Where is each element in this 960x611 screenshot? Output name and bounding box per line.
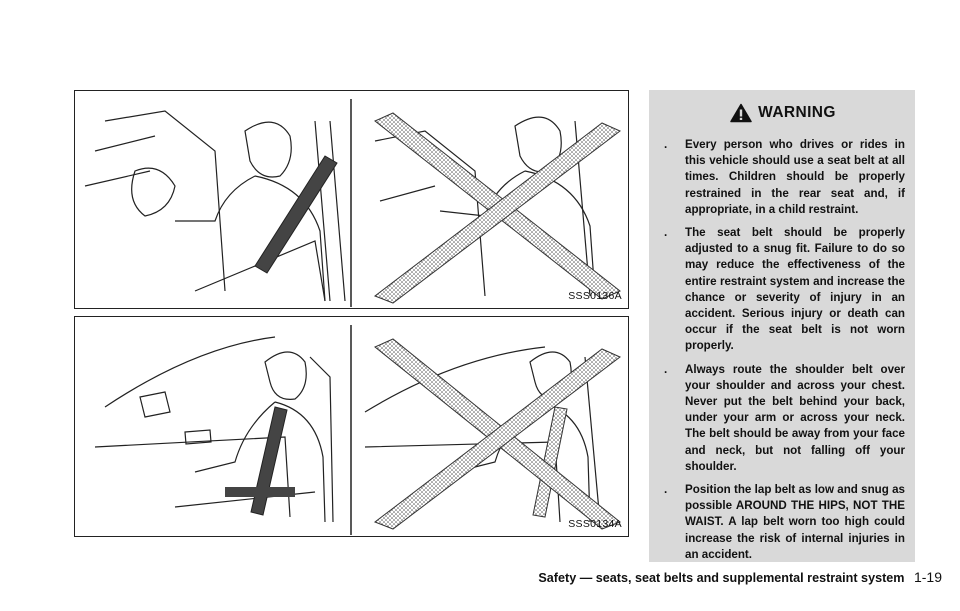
warning-item: . Every person who drives or rides in thi…: [661, 137, 905, 218]
warning-item: . Position the lap belt as low and snug a…: [661, 482, 905, 563]
warning-item-text: The seat belt should be properly adjuste…: [685, 226, 905, 353]
seat-belt-illustration-top: [84, 99, 621, 307]
bullet: .: [664, 226, 668, 240]
warning-box: WARNING . Every person who drives or ride…: [649, 90, 915, 562]
warning-title: WARNING: [758, 104, 836, 121]
lap-belt-strap: [225, 487, 295, 497]
warning-triangle-icon: [730, 103, 752, 123]
warning-list: . Every person who drives or rides in thi…: [661, 137, 905, 563]
bullet: .: [664, 362, 668, 376]
warning-item-text: Position the lap belt as low and snug as…: [685, 483, 905, 561]
page-footer: Safety — seats, seat belts and supplemen…: [538, 569, 942, 585]
warning-item-text: Always route the shoulder belt over your…: [685, 362, 905, 473]
page-number: 1-19: [913, 569, 942, 585]
seat-belt-illustration-bottom: [94, 325, 621, 535]
bullet: .: [664, 138, 668, 151]
warning-item: . Always route the shoulder belt over you…: [661, 362, 905, 475]
figure-code-bottom: SSS0134A: [568, 518, 622, 530]
warning-item-text: Every person who drives or rides in this…: [685, 138, 905, 216]
cross-mark-stroke-2: [373, 122, 621, 304]
correct-belt-drawing-bottom: [94, 336, 334, 523]
shoulder-belt-strap-bottom: [250, 406, 288, 516]
warning-header: WARNING: [661, 103, 905, 123]
figure-code-top: SSS0136A: [568, 290, 622, 302]
cross-mark-stroke-4: [373, 348, 621, 530]
warning-item: . The seat belt should be properly adjust…: [661, 225, 905, 355]
figure-panel-top: SSS0136A: [74, 90, 629, 309]
section-title: Safety — seats, seat belts and supplemen…: [538, 571, 905, 585]
bullet: .: [664, 483, 668, 497]
figure-panel-bottom: SSS0134A: [74, 316, 629, 537]
shoulder-belt-strap: [254, 155, 338, 274]
